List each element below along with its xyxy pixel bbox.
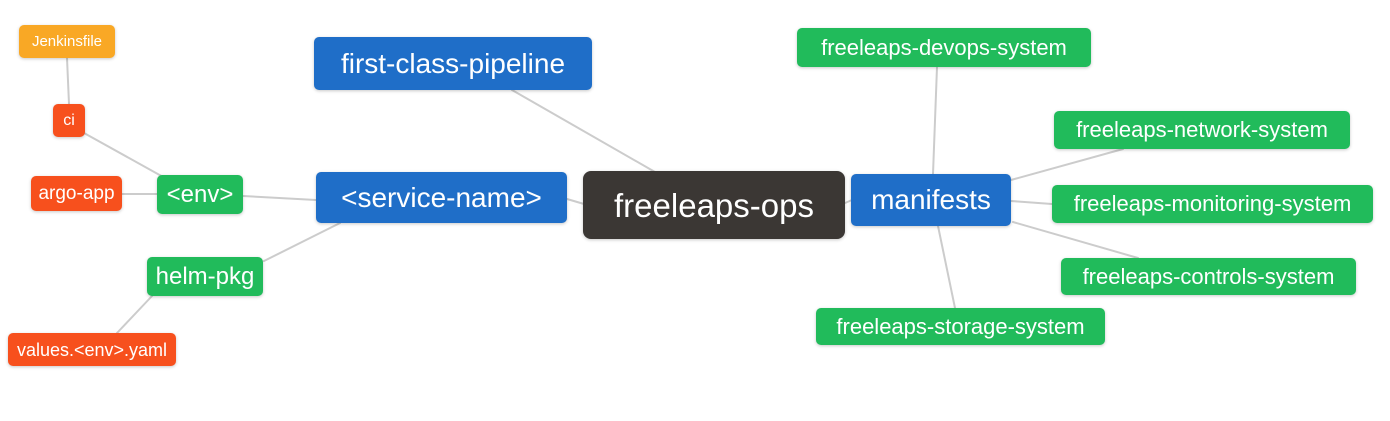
node-label-freeleaps-storage-system: freeleaps-storage-system — [836, 313, 1085, 339]
edge-manifests-to-freeleaps-controls-system — [1012, 221, 1139, 259]
node-service-name[interactable]: <service-name> — [316, 172, 567, 223]
node-label-argo-app: argo-app — [38, 183, 115, 204]
node-freeleaps-network-system[interactable]: freeleaps-network-system — [1054, 111, 1350, 149]
edge-freeleaps-devops-system-to-manifests — [932, 66, 938, 175]
node-label-freeleaps-network-system: freeleaps-network-system — [1076, 117, 1328, 142]
node-label-ci: ci — [63, 111, 75, 129]
node-jenkinsfile[interactable]: Jenkinsfile — [19, 25, 115, 58]
edge-ci-to-env — [83, 132, 166, 179]
node-label-service-name: <service-name> — [341, 181, 542, 213]
edge-service-name-to-freeleaps-ops — [566, 198, 585, 205]
edge-manifests-to-freeleaps-monitoring-system — [1010, 200, 1053, 205]
node-label-freeleaps-ops: freeleaps-ops — [614, 186, 814, 224]
node-label-manifests: manifests — [871, 184, 991, 215]
edge-manifests-to-freeleaps-storage-system — [937, 225, 956, 309]
node-freeleaps-storage-system[interactable]: freeleaps-storage-system — [816, 308, 1105, 345]
node-label-freeleaps-monitoring-system: freeleaps-monitoring-system — [1073, 191, 1352, 216]
node-label-freeleaps-controls-system: freeleaps-controls-system — [1082, 263, 1335, 289]
edge-helm-pkg-to-values-env-yaml — [116, 295, 153, 334]
node-manifests[interactable]: manifests — [851, 174, 1011, 226]
node-ci[interactable]: ci — [53, 104, 85, 137]
node-helm-pkg[interactable]: helm-pkg — [147, 257, 263, 296]
edge-service-name-to-helm-pkg — [263, 222, 341, 262]
edge-jenkinsfile-to-ci — [66, 57, 70, 105]
node-label-jenkinsfile: Jenkinsfile — [31, 33, 103, 50]
edge-env-to-service-name — [242, 195, 317, 201]
node-values-env-yaml[interactable]: values.<env>.yaml — [8, 333, 176, 366]
edge-manifests-to-freeleaps-network-system — [1010, 148, 1124, 181]
node-freeleaps-devops-system[interactable]: freeleaps-devops-system — [797, 28, 1091, 67]
node-freeleaps-controls-system[interactable]: freeleaps-controls-system — [1061, 258, 1356, 295]
node-label-first-class-pipeline: first-class-pipeline — [340, 47, 566, 79]
node-freeleaps-ops[interactable]: freeleaps-ops — [583, 171, 845, 239]
node-label-values-env-yaml: values.<env>.yaml — [16, 339, 168, 360]
node-first-class-pipeline[interactable]: first-class-pipeline — [314, 37, 592, 90]
node-label-helm-pkg: helm-pkg — [155, 262, 255, 290]
node-freeleaps-monitoring-system[interactable]: freeleaps-monitoring-system — [1052, 185, 1373, 223]
edge-first-class-pipeline-to-freeleaps-ops — [511, 89, 656, 173]
node-env[interactable]: <env> — [157, 175, 243, 214]
node-label-env: <env> — [166, 180, 234, 208]
node-label-freeleaps-devops-system: freeleaps-devops-system — [821, 34, 1067, 60]
node-argo-app[interactable]: argo-app — [31, 176, 122, 211]
